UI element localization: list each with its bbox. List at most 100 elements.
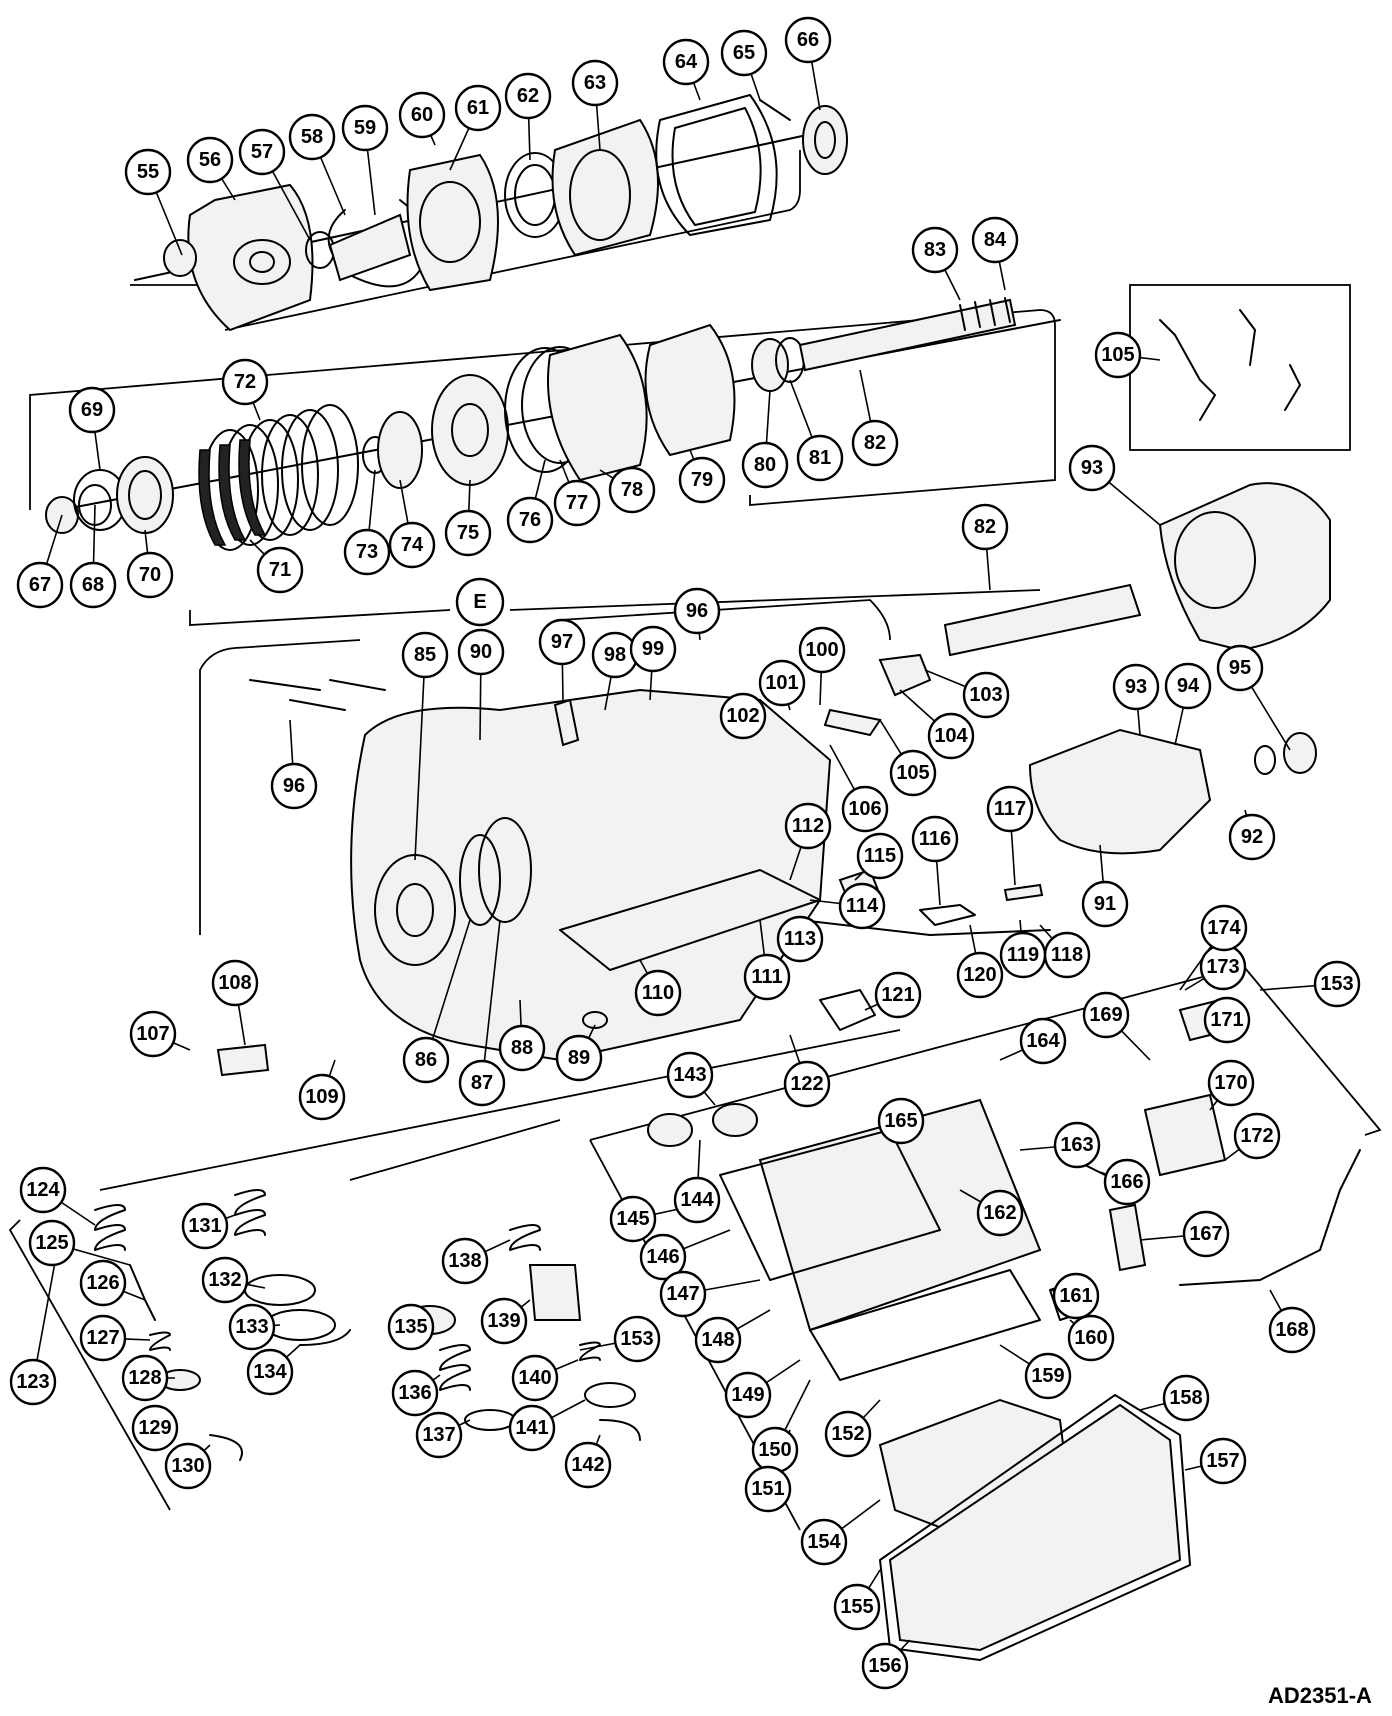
callout-circle	[666, 1051, 714, 1099]
part-137-ring	[464, 1409, 516, 1431]
callout-circle	[388, 521, 436, 569]
callout-number: 87	[471, 1072, 493, 1094]
callout-113: 113	[776, 915, 824, 963]
callout-circle	[986, 785, 1034, 833]
callout-number: 131	[188, 1215, 221, 1237]
callout-134: 134	[246, 1348, 294, 1396]
callout-circle	[629, 625, 677, 673]
callout-number: 133	[235, 1316, 268, 1338]
callout-circle	[511, 1354, 559, 1402]
callout-number: 111	[751, 966, 782, 988]
callout-circle	[609, 1195, 657, 1243]
part-139-sleeve	[528, 1264, 582, 1321]
callout-circle	[28, 1219, 76, 1267]
callout-129: 129	[131, 1404, 179, 1452]
callout-number: 72	[234, 371, 256, 393]
callout-circle	[694, 1316, 742, 1364]
callout-circle	[1207, 1059, 1255, 1107]
callout-number: 104	[934, 725, 968, 747]
callout-number: 147	[666, 1283, 699, 1305]
middle-group-bracket	[29, 309, 1056, 626]
part-168-harness	[1179, 1149, 1361, 1286]
callout-166: 166	[1103, 1158, 1151, 1206]
part-66-gear-bore	[814, 121, 836, 159]
callout-circle	[1053, 1121, 1101, 1169]
part-113-114-rod	[799, 919, 1051, 936]
part-136-spring	[439, 1344, 471, 1391]
callout-circle	[971, 216, 1019, 264]
callout-number: 137	[422, 1424, 455, 1446]
part-134-ring	[299, 1329, 351, 1346]
callout-circle	[608, 466, 656, 514]
callout-number: 93	[1125, 676, 1147, 698]
part-91-93-extension-housing-lower	[1028, 728, 1212, 855]
callout-96: 96	[270, 762, 318, 810]
callout-circle	[877, 1097, 925, 1145]
part-82-output-shaft	[798, 298, 1017, 372]
callout-89: 89	[555, 1034, 603, 1082]
callout-number: 77	[566, 492, 588, 514]
callout-165: 165	[877, 1097, 925, 1145]
callout-number: 91	[1094, 893, 1116, 915]
part-117-pin	[1003, 883, 1044, 902]
callout-67: 67	[16, 561, 64, 609]
callout-157: 157	[1199, 1437, 1247, 1485]
callout-number: 61	[467, 97, 489, 119]
callout-circle	[79, 1259, 127, 1307]
callout-number: 96	[686, 600, 708, 622]
callout-number: 59	[354, 117, 376, 139]
callout-99: 99	[629, 625, 677, 673]
callout-number: 70	[139, 564, 161, 586]
callout-circle	[415, 1411, 463, 1459]
callout-circle	[1200, 904, 1248, 952]
callout-119: 119	[999, 931, 1047, 979]
callout-number: 146	[646, 1246, 679, 1268]
callout-62: 62	[504, 72, 552, 120]
group-label-e: E	[455, 577, 505, 627]
callout-number: 121	[881, 984, 914, 1006]
callout-number: 85	[414, 644, 436, 666]
callout-circle	[673, 1176, 721, 1224]
part-131-spring	[234, 1189, 266, 1236]
callout-circle	[744, 1465, 792, 1513]
callout-number: 101	[765, 672, 798, 694]
callout-number: 65	[733, 42, 755, 64]
callout-151: 151	[744, 1465, 792, 1513]
callout-circle	[124, 148, 172, 196]
callout-88: 88	[498, 1024, 546, 1072]
callout-number: 105	[896, 762, 929, 784]
callout-number: 58	[301, 126, 323, 148]
callout-circle	[776, 915, 824, 963]
part-141-piston	[584, 1382, 636, 1408]
callout-80: 80	[741, 441, 789, 489]
callout-65: 65	[720, 29, 768, 77]
part-75-planet	[431, 374, 509, 486]
callout-172: 172	[1233, 1112, 1281, 1160]
callout-number: 90	[470, 641, 492, 663]
callout-number: 74	[401, 534, 424, 556]
callout-number: 73	[356, 541, 378, 563]
callout-circle	[508, 1404, 556, 1452]
callout-161: 161	[1052, 1272, 1100, 1320]
callout-131: 131	[181, 1202, 229, 1250]
callout-leader	[414, 654, 426, 861]
part-138-spring	[509, 1224, 541, 1251]
part-74-hub	[377, 411, 423, 489]
callout-number: 126	[86, 1272, 119, 1294]
callout-number: 136	[398, 1382, 431, 1404]
callout-number: 168	[1275, 1319, 1308, 1341]
callout-circle	[956, 951, 1004, 999]
callout-number: 95	[1229, 657, 1251, 679]
callout-122: 122	[783, 1060, 831, 1108]
callout-number: 57	[251, 141, 273, 163]
callout-circle	[398, 91, 446, 139]
callout-circle	[270, 762, 318, 810]
part-105-lever-inset	[1159, 309, 1301, 421]
callout-circle	[238, 128, 286, 176]
callout-number: 164	[1026, 1030, 1060, 1052]
callout-circle	[961, 503, 1009, 551]
callout-circle	[911, 815, 959, 863]
part-64-band-inner	[671, 107, 762, 226]
part-124-spring	[94, 1204, 126, 1251]
